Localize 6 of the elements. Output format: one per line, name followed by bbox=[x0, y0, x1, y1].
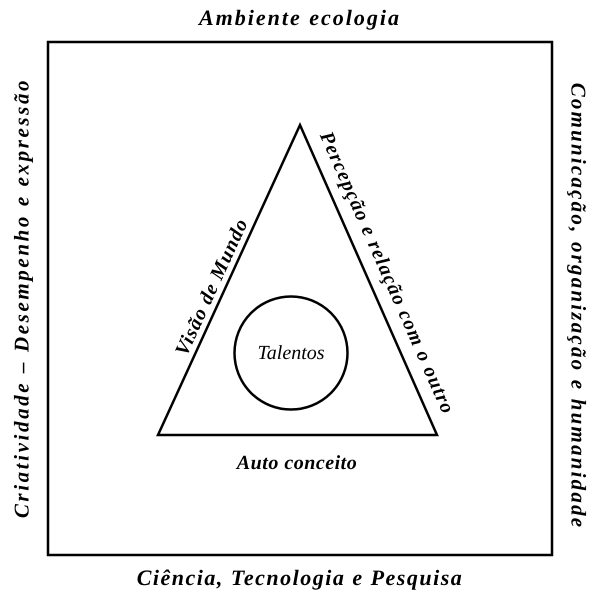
side-label: Criatividade – Desempenho e expressão bbox=[12, 78, 32, 518]
side-label: Ambiente ecologia bbox=[198, 7, 402, 29]
side-label: Comunicação, organização e humanidade bbox=[568, 82, 588, 530]
side-label: Auto conceito bbox=[236, 453, 358, 473]
circle-label: Talentos bbox=[257, 343, 325, 363]
side-label: Ciência, Tecnologia e Pesquisa bbox=[136, 567, 464, 589]
